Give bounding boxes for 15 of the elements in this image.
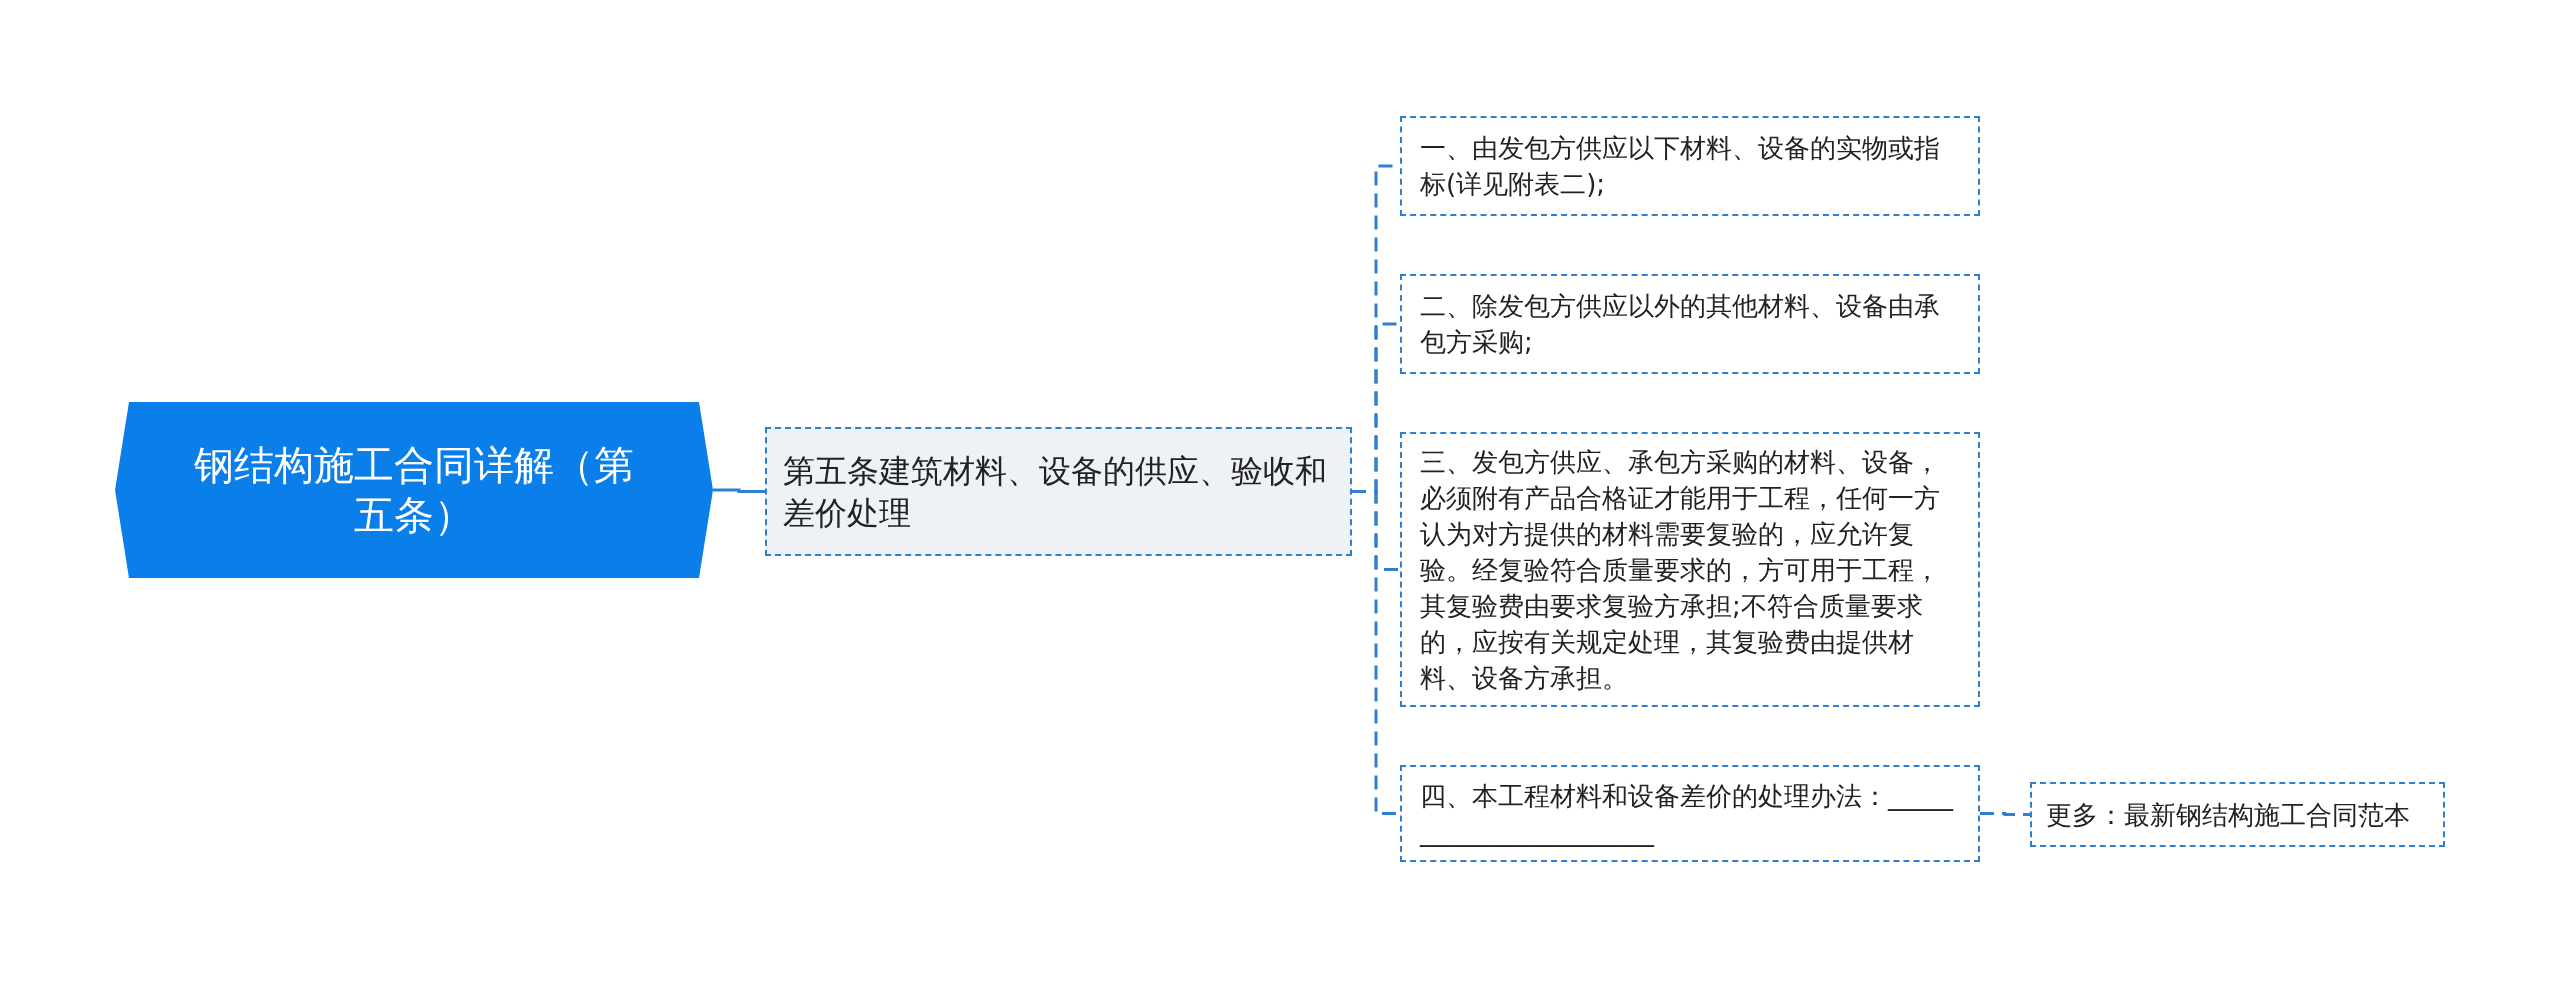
topic-box bbox=[1400, 116, 1980, 216]
topic-box bbox=[1400, 432, 1980, 707]
node-text: 二、除发包方供应以外的其他材料、设备由承包方采购; bbox=[1420, 290, 1941, 359]
node-text: 一、由发包方供应以下材料、设备的实物或指标(详见附表二); bbox=[1420, 132, 1941, 201]
topic-box bbox=[2030, 782, 2445, 847]
topic-box bbox=[765, 427, 1352, 556]
node-text: 更多：最新钢结构施工合同范本 bbox=[2046, 798, 2411, 832]
node-text: 三、发包方供应、承包方采购的材料、设备，必须附有产品合格证才能用于工程，任何一方认为对方提供的材料需要复验的，应允许复验。经复验符合质量要求的，方可用于工程，其复验费由要求复验方承担;不符合质量要求的，应按有关规定处理，其复验费由提供材料、设备方承担。 bbox=[1420, 445, 1941, 695]
node-text: 第五条建筑材料、设备的供应、验收和差价处理 bbox=[783, 450, 1328, 534]
connector-line bbox=[713, 488, 765, 493]
topic-box bbox=[1400, 765, 1980, 862]
node-text: 钢结构施工合同详解（第五条） bbox=[193, 441, 635, 540]
connector-line bbox=[1980, 812, 2030, 816]
topic-box bbox=[1400, 274, 1980, 374]
node-text: 四、本工程材料和设备差价的处理办法：_______________________ bbox=[1420, 779, 1955, 849]
